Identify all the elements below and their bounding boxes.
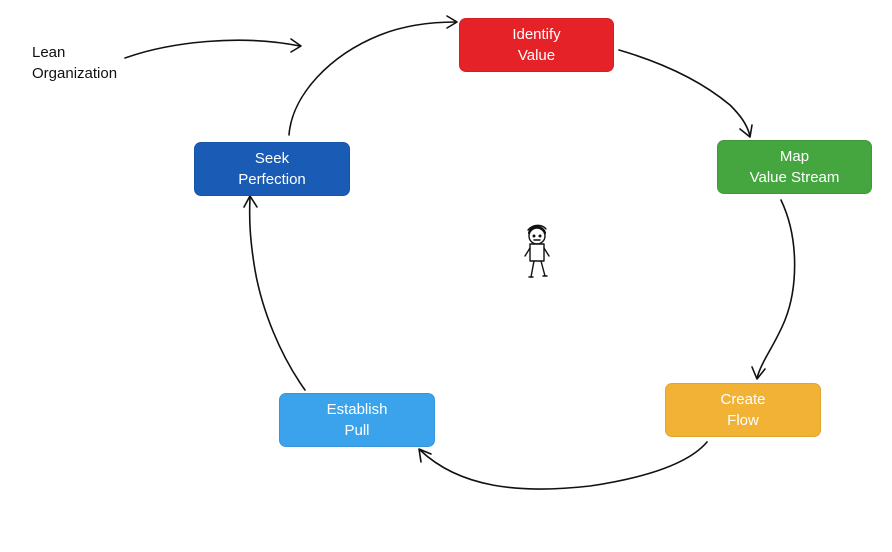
step-map-value-stream-line2: Value Stream [749,169,840,186]
identify-to-map-arrowhead [739,124,753,138]
map-to-flow-arrowhead [751,366,766,380]
step-seek-perfection-line1: Seek [254,150,290,167]
step-seek-perfection: Seek Perfection [194,142,350,196]
step-create-flow-line2: Flow [727,412,759,429]
step-map-value-stream-line1: Map [779,148,810,165]
step-create-flow-line1: Create [720,391,766,408]
step-seek-perfection-line2: Perfection [238,171,306,188]
map-to-flow-arrow [756,199,796,379]
step-establish-pull-line2: Pull [344,422,370,439]
flow-to-pull-arrowhead [418,448,432,463]
stick-figure-icon [524,224,550,278]
seek-to-identify-arrowhead [446,15,458,29]
lean-to-cycle-arrow [124,39,301,59]
step-map-value-stream: Map Value Stream [717,140,872,194]
lean-organization-line2: Organization [32,65,118,82]
flow-to-pull-arrow [419,441,708,490]
step-create-flow: Create Flow [665,383,821,437]
step-identify-value-line1: Identify [512,26,561,43]
step-establish-pull-line1: Establish [326,401,388,418]
step-identify-value: Identify Value [459,18,614,72]
pull-to-seek-arrow [248,197,306,391]
lean-organization-label: Lean Organization [32,42,117,84]
identify-to-map-arrow [618,49,751,137]
seek-to-identify-arrow [288,21,457,136]
pull-to-seek-arrowhead [243,195,258,208]
lean-organization-line1: Lean [32,44,66,61]
step-identify-value-line2: Value [517,47,556,64]
step-establish-pull: Establish Pull [279,393,435,447]
lean-to-cycle-arrowhead [290,38,302,53]
